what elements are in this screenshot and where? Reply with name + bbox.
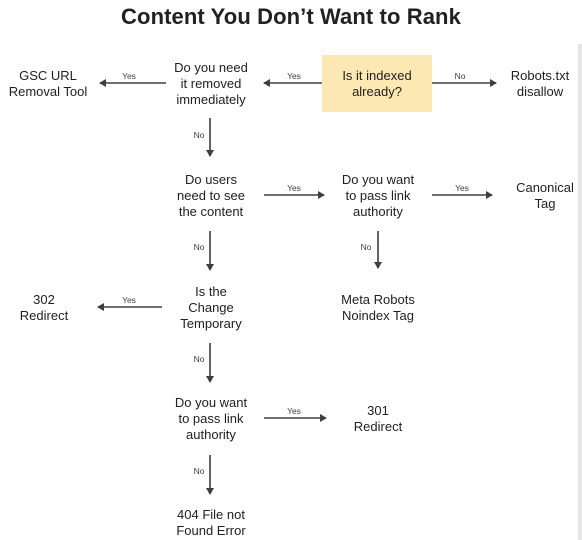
edge-label-no: No	[455, 71, 466, 81]
node-gsc-removal-tool: GSC URL Removal Tool	[8, 68, 88, 99]
node-404-error: 404 File not Found Error	[176, 507, 246, 538]
node-robots-disallow: Robots.txt disallow	[510, 68, 570, 99]
node-users-see: Do users need to see the content	[177, 172, 245, 219]
node-change-temporary: Is the Change Temporary	[180, 284, 242, 331]
edge-label-yes: Yes	[122, 295, 136, 305]
edge-label-no: No	[194, 130, 205, 140]
edge-label-no: No	[194, 242, 205, 252]
edge-label-yes: Yes	[287, 406, 301, 416]
edge-label-yes: Yes	[287, 183, 301, 193]
node-pass-link-authority: Do you want to pass link authority	[341, 172, 415, 219]
node-canonical-tag: Canonical Tag	[516, 180, 574, 211]
page-edge-divider	[578, 44, 582, 540]
node-pass-link-authority-2: Do you want to pass link authority	[174, 395, 248, 442]
chart-title: Content You Don’t Want to Rank	[121, 4, 461, 29]
node-removed-immediately: Do you need it removed immediately	[174, 60, 248, 107]
node-302-redirect: 302 Redirect	[19, 292, 69, 323]
node-meta-robots-noindex: Meta Robots Noindex Tag	[341, 292, 415, 323]
edge-label-yes: Yes	[455, 183, 469, 193]
edge-label-no: No	[361, 242, 372, 252]
node-is-indexed: Is it indexed already?	[322, 55, 432, 112]
node-301-redirect: 301 Redirect	[353, 403, 403, 434]
edge-label-yes: Yes	[122, 71, 136, 81]
edge-label-no: No	[194, 466, 205, 476]
edge-label-yes: Yes	[287, 71, 301, 81]
edge-label-no: No	[194, 354, 205, 364]
